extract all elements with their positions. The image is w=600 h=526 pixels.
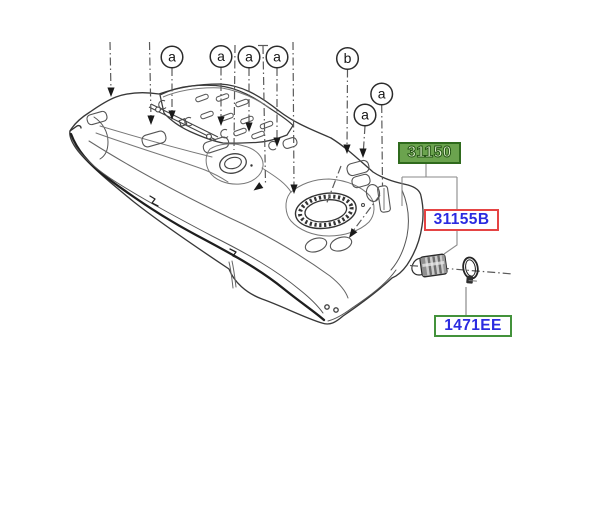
tank-left-tip: [69, 124, 82, 132]
heat-shield: [148, 84, 294, 144]
callout-a-1: a: [160, 45, 184, 69]
vent-valve-part: [419, 253, 448, 278]
sender-dish: [205, 143, 264, 185]
callout-letter: a: [245, 49, 253, 65]
leader-line: [262, 45, 267, 184]
leader-line: [362, 125, 366, 153]
dish-recess: [205, 143, 264, 185]
front-crease: [88, 140, 349, 299]
clip: [220, 128, 229, 139]
edge-notch: [149, 195, 159, 207]
ring-recess: [285, 178, 375, 237]
edge-notch: [229, 248, 241, 260]
callout-letter: b: [344, 50, 352, 66]
leader-line: [292, 41, 295, 189]
callout-a-5: a: [370, 82, 394, 106]
fuel-pump-ring: [285, 159, 391, 253]
part-label-31155B[interactable]: 31155B: [424, 209, 499, 231]
bottom-stub: [228, 260, 237, 289]
callout-letter: a: [273, 49, 281, 65]
leader-lines: [109, 41, 384, 232]
top-seam: [99, 125, 213, 158]
clip: [184, 116, 193, 127]
leader-arrowheads: [107, 87, 367, 238]
callout-a-3: a: [237, 45, 261, 69]
callout-a-6: a: [353, 103, 377, 127]
right-cap-seam: [390, 189, 409, 271]
top-seam: [95, 132, 229, 183]
drain-hole: [333, 307, 339, 313]
clip: [158, 99, 167, 110]
callout-a-2: a: [209, 44, 233, 69]
heat-shield-slots: [195, 93, 274, 140]
left-cap-seam: [93, 116, 109, 160]
ring-teeth: [297, 194, 354, 228]
tank-lower-edge: [69, 132, 326, 322]
heat-shield-outline: [159, 84, 294, 144]
leader-line: [381, 104, 384, 187]
callout-a-4: a: [265, 45, 289, 69]
callout-letter: a: [168, 49, 176, 65]
callout-letter: a: [361, 107, 369, 123]
tank-lower-edge-inner: [75, 146, 324, 314]
clip: [268, 140, 277, 151]
leader-line: [148, 41, 152, 120]
part-label-31150[interactable]: 31150: [398, 142, 461, 164]
top-face-fittings: [86, 99, 298, 154]
bracket-31150: [401, 163, 458, 255]
callout-letter: a: [217, 48, 225, 64]
callout-letter: a: [378, 86, 386, 102]
leader-line: [109, 41, 112, 93]
part-label-1471EE[interactable]: 1471EE: [434, 315, 512, 337]
callout-circles: a a a a b a a: [160, 44, 394, 127]
drain-hole: [324, 304, 330, 310]
callout-b: b: [335, 46, 360, 71]
bottom-right-seam: [327, 269, 397, 322]
hose-clamp-part: [462, 256, 479, 315]
leader-line: [233, 44, 236, 151]
leader-line: [352, 194, 381, 232]
heat-shield-rib: [162, 87, 271, 109]
leader-line: [325, 165, 342, 206]
leader-line: [346, 69, 349, 149]
